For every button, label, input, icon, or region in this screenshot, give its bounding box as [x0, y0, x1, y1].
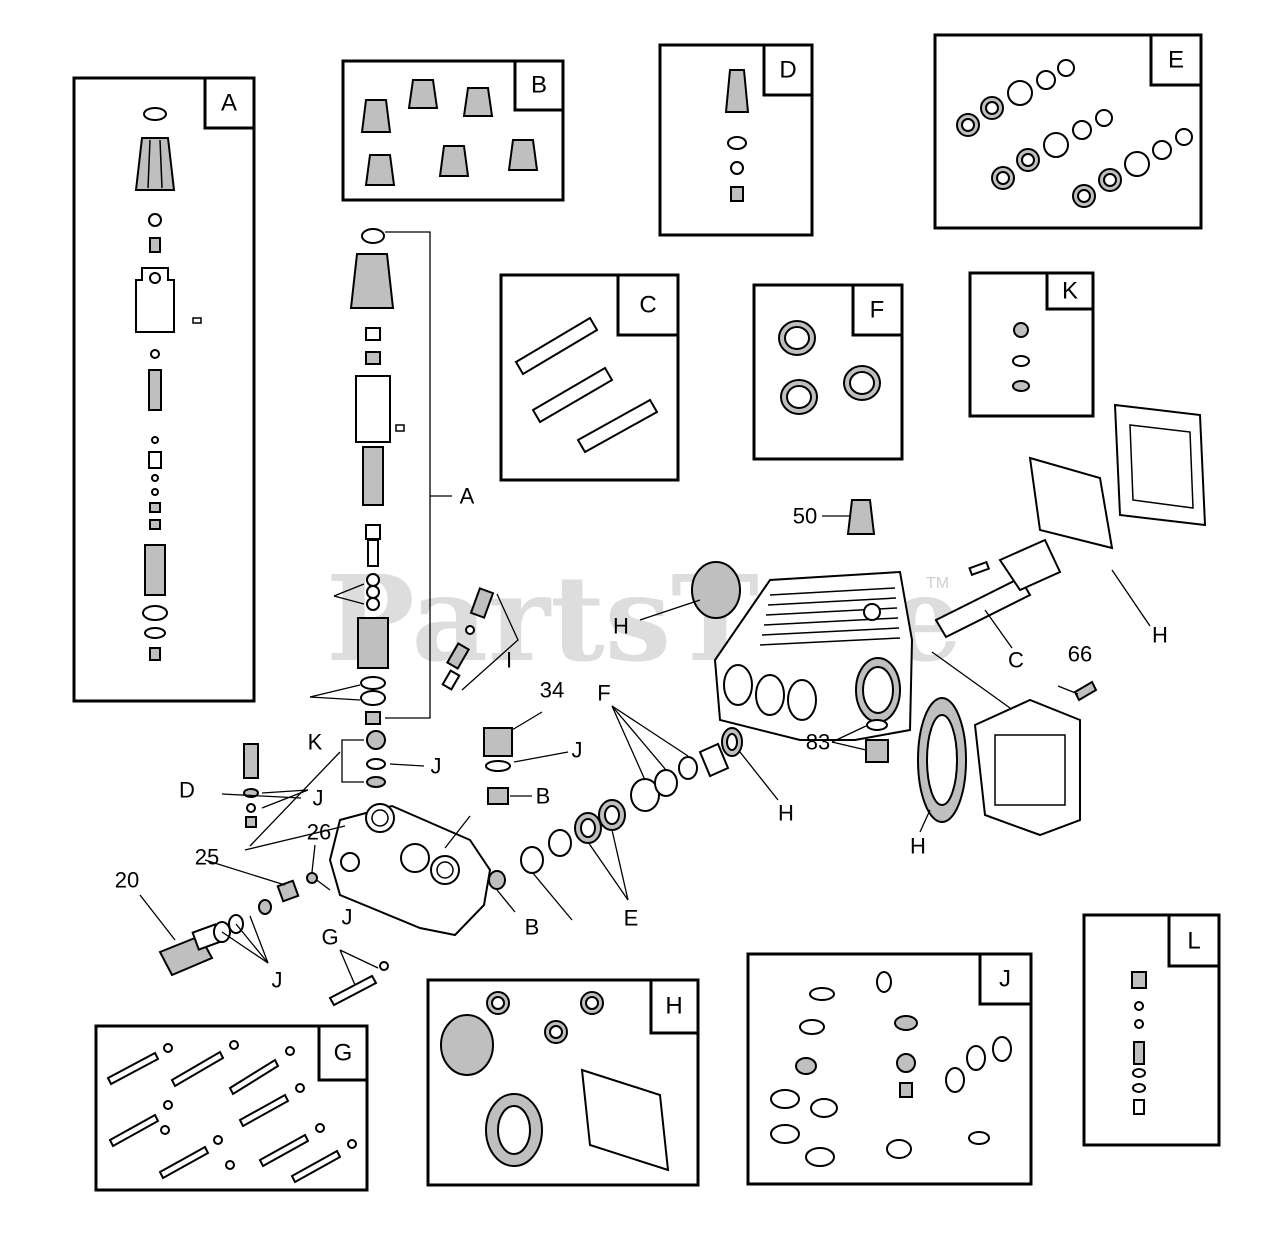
- kit-h-panel[interactable]: H: [426, 978, 700, 1187]
- callout-d: D: [179, 778, 195, 803]
- callout-e: E: [624, 906, 639, 931]
- callout-83: 83: [806, 730, 830, 755]
- kit-c-plungers: [514, 316, 659, 454]
- callout-j-stack: J: [431, 754, 442, 779]
- kit-a-parts: [134, 107, 202, 661]
- callout-i: I: [506, 648, 512, 673]
- kit-e-seals: [956, 59, 1193, 208]
- kit-c-panel[interactable]: C: [499, 273, 680, 482]
- kit-k-parts: [1012, 322, 1030, 392]
- kit-b-panel[interactable]: B: [341, 59, 565, 202]
- kit-d-label: D: [779, 57, 796, 84]
- kit-l-parts: [1131, 971, 1147, 1115]
- callout-h-gasket: H: [1152, 623, 1168, 648]
- callout-k: K: [308, 730, 323, 755]
- kit-j-label: J: [999, 966, 1011, 993]
- kit-j-orings: [770, 971, 1012, 1167]
- kit-g-panel[interactable]: G: [94, 1024, 369, 1192]
- callout-labels: A I H 50 C H 66 34 F K J J B H 83 H D J …: [115, 484, 1168, 993]
- kit-h-label: H: [665, 993, 682, 1020]
- kit-a-label: A: [221, 90, 237, 117]
- callout-b-valve: B: [536, 784, 551, 809]
- callout-f: F: [597, 681, 610, 706]
- kit-k-label: K: [1062, 278, 1078, 305]
- callout-66: 66: [1068, 642, 1092, 667]
- callout-j-fitting: J: [313, 786, 324, 811]
- kit-g-label: G: [334, 1040, 353, 1067]
- callout-34: 34: [540, 678, 564, 703]
- kit-e-panel[interactable]: E: [933, 33, 1203, 230]
- kit-c-label: C: [639, 292, 656, 319]
- kit-e-label: E: [1168, 47, 1184, 74]
- kit-g-bolts: [106, 1040, 357, 1184]
- callout-50: 50: [793, 504, 817, 529]
- kit-f-panel[interactable]: F: [752, 283, 904, 461]
- callout-h-seal: H: [778, 801, 794, 826]
- callout-j-manifold: J: [342, 905, 353, 930]
- kit-a-panel[interactable]: A: [72, 76, 256, 703]
- main-assembly: [139, 228, 1207, 1007]
- callout-h-housing: H: [910, 834, 926, 859]
- kit-l-panel[interactable]: L: [1082, 913, 1221, 1147]
- callout-a: A: [460, 484, 475, 509]
- callout-j-plug: J: [572, 738, 583, 763]
- kit-b-valves: [360, 79, 539, 186]
- kit-d-parts: [724, 69, 750, 202]
- watermark-tm: TM: [926, 575, 949, 592]
- callout-j-inlet: J: [272, 968, 283, 993]
- kit-b-label: B: [531, 72, 547, 99]
- callout-26: 26: [307, 820, 331, 845]
- callout-25: 25: [195, 845, 219, 870]
- callout-c: C: [1008, 648, 1024, 673]
- kit-l-label: L: [1187, 928, 1200, 955]
- kit-k-panel[interactable]: K: [968, 271, 1095, 418]
- callout-20: 20: [115, 868, 139, 893]
- kit-d-panel[interactable]: D: [658, 43, 814, 237]
- callout-g: G: [321, 925, 338, 950]
- kit-h-parts: [440, 991, 670, 1172]
- kit-f-label: F: [870, 297, 885, 324]
- callout-h-cover: H: [613, 614, 629, 639]
- kit-j-panel[interactable]: J: [746, 952, 1033, 1186]
- kit-f-rings: [778, 320, 881, 415]
- callout-b-lower: B: [525, 915, 540, 940]
